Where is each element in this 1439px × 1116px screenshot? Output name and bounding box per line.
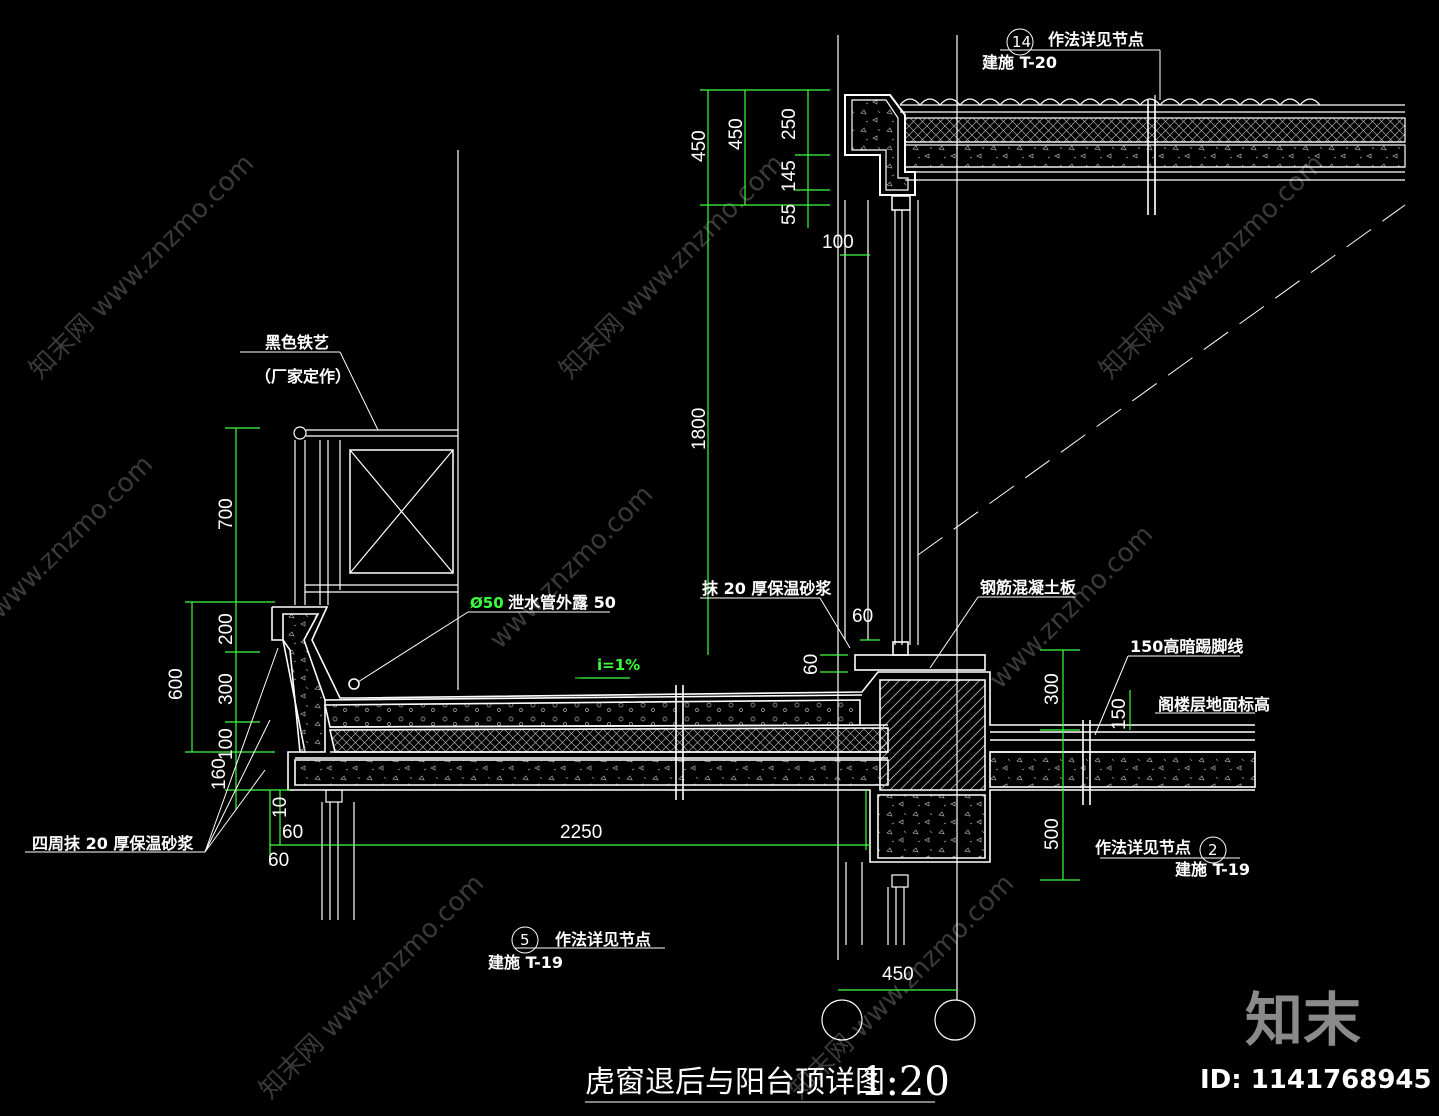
label-iron-art: 黑色铁艺: [265, 333, 329, 352]
dim-450-outer: 450: [689, 130, 710, 162]
callout-right-ref: 建施 T-19: [1175, 860, 1250, 879]
balcony-slab: [271, 100, 1256, 863]
dim-600: 600: [166, 668, 187, 700]
label-iron-art-note: （厂家定作）: [255, 367, 351, 386]
dim-300-right: 300: [1042, 673, 1063, 705]
roof-slope-line: [917, 204, 1406, 556]
label-mortar-top: 抹 20 厚保温砂浆: [702, 579, 832, 598]
watermark-text: www.znzmo.com: [984, 520, 1159, 695]
dim-60-c: 60: [852, 606, 873, 627]
watermark-text: 知末网 www.znzmo.com: [254, 869, 490, 1105]
dim-160: 160: [209, 758, 230, 790]
brand-logo: 知末 ID: 1141768945: [1200, 986, 1432, 1095]
dim-55: 55: [779, 204, 800, 225]
label-skirting: 150高暗踢脚线: [1130, 637, 1243, 656]
dim-60-b: 60: [268, 850, 289, 871]
label-mortar-around: 四周抹 20 厚保温砂浆: [32, 834, 194, 853]
leader-lines: [25, 28, 1255, 954]
dimension-lines: [185, 89, 1131, 991]
annotation-texts: 黑色铁艺 （厂家定作） Ø50 泄水管外露 50 i=1% 抹 20 厚保温砂浆…: [32, 30, 1270, 972]
dim-60-d: 60: [801, 654, 822, 675]
dim-60-a: 60: [282, 822, 303, 843]
watermark-text: 知末网 www.znzmo.com: [554, 149, 790, 385]
dim-145: 145: [779, 160, 800, 192]
label-slope: i=1%: [597, 656, 640, 674]
label-drain-pipe: 泄水管外露 50: [508, 593, 616, 612]
dim-450: 450: [726, 118, 747, 150]
dim-450-bottom: 450: [882, 964, 914, 985]
callout-top-ref: 建施 T-20: [982, 53, 1057, 72]
callout-bottom-number: 5: [520, 931, 530, 949]
posts: [321, 789, 976, 1041]
id-text: ID: 1141768945: [1200, 1065, 1432, 1095]
title-scale: 1:20: [860, 1059, 950, 1105]
drawing-title: 虎窗退后与阳台顶详图 1:20: [585, 1059, 950, 1105]
watermark-text: www.znzmo.com: [484, 480, 659, 655]
callout-bottom-ref: 建施 T-19: [488, 953, 563, 972]
dim-2250: 2250: [560, 822, 602, 843]
watermark-text: 知末网 www.znzmo.com: [1094, 149, 1330, 385]
dim-150-right: 150: [1109, 698, 1130, 730]
dim-250: 250: [779, 108, 800, 140]
dim-700: 700: [216, 498, 237, 530]
label-drain-dia: Ø50: [470, 594, 504, 612]
dim-1800: 1800: [689, 408, 710, 450]
watermark-layer: 知末网 www.znzmo.com 知末网 www.znzmo.com 知末网 …: [0, 149, 1330, 1105]
dim-300: 300: [216, 673, 237, 705]
railing: [293, 426, 458, 605]
callout-bottom-text: 作法详见节点: [555, 930, 651, 949]
dim-200: 200: [216, 613, 237, 645]
label-attic-floor: 阁楼层地面标高: [1158, 695, 1270, 714]
callout-right-number: 2: [1208, 841, 1218, 859]
watermark-text: www.znzmo.com: [0, 450, 159, 625]
dim-10: 10: [270, 797, 291, 818]
watermark-text: 知末网 www.znzmo.com: [24, 149, 260, 385]
callout-top-text: 作法详见节点: [1048, 30, 1144, 49]
dimension-texts: 450 450 250 145 55 100 1800 700 200 300 …: [166, 108, 1130, 985]
callout-right-text: 作法详见节点: [1095, 838, 1191, 857]
logo-text: 知末: [1245, 986, 1361, 1054]
dim-100: 100: [822, 232, 854, 253]
label-rc-slab: 钢筋混凝土板: [980, 578, 1077, 597]
dim-500-right: 500: [1042, 818, 1063, 850]
callout-top-number: 14: [1012, 33, 1031, 51]
roof-section: [844, 94, 1406, 211]
dim-100-b: 100: [216, 728, 237, 760]
title-text: 虎窗退后与阳台顶详图: [585, 1065, 885, 1100]
